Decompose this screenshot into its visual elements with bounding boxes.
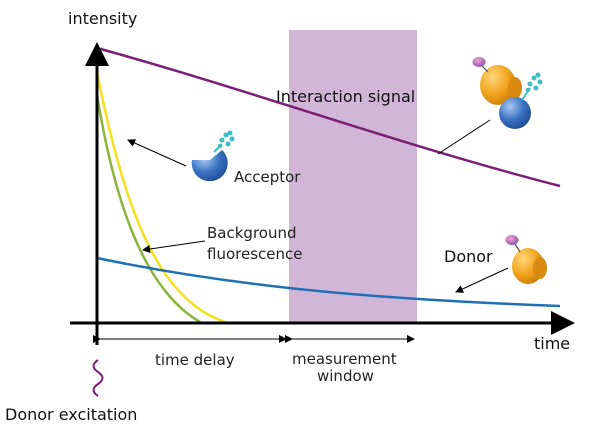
donor-label: Donor (444, 247, 493, 266)
acceptor-molecule-icon (191, 130, 235, 182)
acceptor-decay-curve (95, 71, 226, 324)
excitation-wave-icon (92, 359, 104, 397)
time-delay-label: time delay (155, 351, 235, 369)
y-axis-label: intensity (68, 9, 137, 28)
x-axis-label: time (534, 334, 570, 353)
background-decay-curve (95, 94, 201, 324)
interaction-pointer (437, 119, 491, 155)
background-label-line1: Background (207, 224, 297, 242)
acceptor-pointer (127, 139, 187, 167)
interaction-signal-curve (96, 46, 561, 188)
donor-acceptor-complex-icon (472, 57, 543, 129)
donor-decay-curve (96, 256, 561, 308)
background-pointer (142, 240, 206, 253)
measurement-window-label-line1: measurement (292, 350, 397, 368)
measurement-window-band (289, 30, 417, 323)
measurement-window-label-line2: window (317, 367, 374, 385)
acceptor-label: Acceptor (234, 168, 301, 186)
donor-molecule-icon (505, 235, 547, 284)
donor-excitation-label: Donor excitation (5, 405, 137, 424)
donor-pointer (455, 267, 509, 293)
background-label-line2: fluorescence (207, 245, 302, 263)
interaction-signal-label: Interaction signal (276, 87, 415, 106)
